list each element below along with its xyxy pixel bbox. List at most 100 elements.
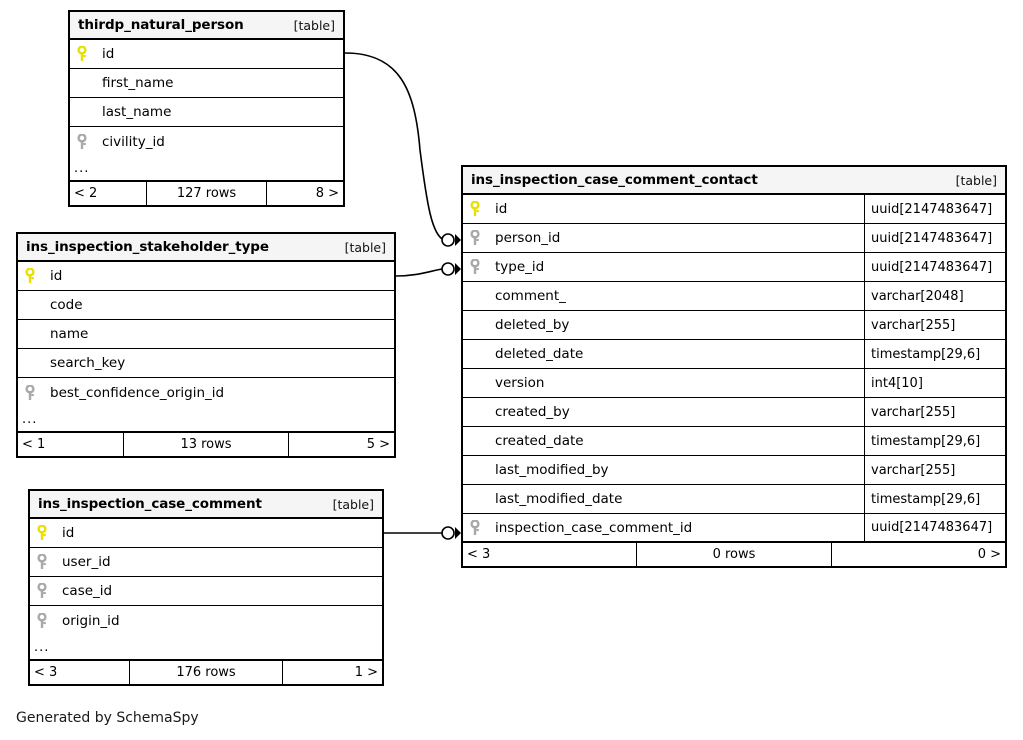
table-row[interactable]: last_modified_by varchar[255]	[463, 456, 1005, 485]
table-row[interactable]: last_modified_date timestamp[29,6]	[463, 485, 1005, 514]
column-name: id	[50, 268, 63, 284]
column-name: created_by	[495, 404, 570, 420]
table-row[interactable]: comment_ varchar[2048]	[463, 282, 1005, 311]
column-name: civility_id	[102, 133, 165, 150]
column-name: version	[495, 375, 545, 391]
more-columns-indicator: ...	[70, 156, 343, 182]
column-name-cell: case_id	[30, 577, 382, 605]
footer-parent-count[interactable]: < 3	[34, 665, 58, 680]
column-name-cell: type_id	[463, 253, 864, 281]
table-row[interactable]: person_id uuid[2147483647]	[463, 224, 1005, 253]
table-row[interactable]: origin_id	[30, 606, 382, 635]
table-row[interactable]: inspection_case_comment_id uuid[21474836…	[463, 514, 1005, 543]
column-name: name	[50, 326, 89, 342]
edge-endpoint-circle	[441, 233, 455, 247]
table-footer: < 1 13 rows 5 >	[18, 433, 394, 456]
table-kind-label: [table]	[344, 239, 386, 255]
column-name-cell: user_id	[30, 548, 382, 576]
column-type: uuid[2147483647]	[864, 195, 1005, 223]
edge-endpoint-circle	[441, 526, 455, 540]
footer-parent-count[interactable]: < 1	[22, 437, 46, 452]
column-name-cell: search_key	[18, 349, 394, 377]
foreign-key-icon	[24, 384, 50, 401]
footer-row-count: 0 rows	[636, 543, 832, 566]
primary-key-icon	[36, 525, 62, 541]
foreign-key-icon	[36, 612, 62, 629]
table-columns: id user_id	[30, 519, 382, 635]
foreign-key-icon	[469, 519, 495, 536]
footer-row-count: 127 rows	[146, 182, 267, 205]
table-ins-inspection-stakeholder-type[interactable]: ins_inspection_stakeholder_type [table] …	[16, 232, 396, 458]
footer-child-count[interactable]: 8 >	[315, 186, 339, 201]
edge-stakeholder-type-to-type-id	[395, 268, 443, 277]
column-name-cell: id	[70, 40, 343, 68]
column-type: varchar[2048]	[864, 282, 1005, 310]
column-name: deleted_date	[495, 346, 584, 362]
column-name-cell: origin_id	[30, 606, 382, 635]
column-name-cell: civility_id	[70, 127, 343, 156]
column-name-cell: name	[18, 320, 394, 348]
table-row[interactable]: deleted_by varchar[255]	[463, 311, 1005, 340]
column-name-cell: best_confidence_origin_id	[18, 378, 394, 407]
column-type: timestamp[29,6]	[864, 427, 1005, 455]
table-title: ins_inspection_case_comment	[38, 496, 262, 512]
table-row[interactable]: version int4[10]	[463, 369, 1005, 398]
column-name: inspection_case_comment_id	[495, 519, 693, 536]
column-type: varchar[255]	[864, 398, 1005, 426]
column-name: created_date	[495, 433, 584, 449]
foreign-key-icon	[36, 554, 62, 570]
foreign-key-icon	[469, 259, 495, 275]
column-name-cell: id	[463, 195, 864, 223]
column-name: origin_id	[62, 612, 120, 629]
table-row[interactable]: id	[70, 40, 343, 69]
column-name: search_key	[50, 355, 126, 371]
column-name: last_name	[102, 104, 172, 120]
table-title: ins_inspection_case_comment_contact	[471, 172, 758, 188]
table-ins-inspection-case-comment[interactable]: ins_inspection_case_comment [table] id	[28, 489, 384, 686]
table-footer: < 2 127 rows 8 >	[70, 182, 343, 205]
table-row[interactable]: id	[18, 262, 394, 291]
footer-child-count[interactable]: 0 >	[977, 547, 1001, 562]
table-row[interactable]: name	[18, 320, 394, 349]
table-row[interactable]: last_name	[70, 98, 343, 127]
column-type: uuid[2147483647]	[864, 514, 1005, 541]
edge-endpoint-circle	[441, 262, 455, 276]
column-name: person_id	[495, 230, 561, 246]
table-row[interactable]: deleted_date timestamp[29,6]	[463, 340, 1005, 369]
column-name-cell: first_name	[70, 69, 343, 97]
table-row[interactable]: case_id	[30, 577, 382, 606]
column-name: best_confidence_origin_id	[50, 384, 225, 401]
table-thirdp-natural-person[interactable]: thirdp_natural_person [table] id first_n…	[68, 10, 345, 207]
table-ins-inspection-case-comment-contact[interactable]: ins_inspection_case_comment_contact [tab…	[461, 165, 1007, 568]
table-row[interactable]: best_confidence_origin_id	[18, 378, 394, 407]
table-footer: < 3 0 rows 0 >	[463, 543, 1005, 566]
column-type: uuid[2147483647]	[864, 253, 1005, 281]
column-name: type_id	[495, 259, 545, 275]
table-row[interactable]: id uuid[2147483647]	[463, 195, 1005, 224]
column-name-cell: version	[463, 369, 864, 397]
table-row[interactable]: created_by varchar[255]	[463, 398, 1005, 427]
table-row[interactable]: user_id	[30, 548, 382, 577]
table-row[interactable]: created_date timestamp[29,6]	[463, 427, 1005, 456]
table-row[interactable]: type_id uuid[2147483647]	[463, 253, 1005, 282]
edge-thirdp-natural-person-to-person-id	[344, 52, 445, 241]
table-row[interactable]: civility_id	[70, 127, 343, 156]
footer-child-count[interactable]: 5 >	[366, 437, 390, 452]
table-kind-label: [table]	[955, 172, 997, 188]
table-row[interactable]: search_key	[18, 349, 394, 378]
column-name: deleted_by	[495, 317, 570, 333]
table-row[interactable]: first_name	[70, 69, 343, 98]
column-name-cell: code	[18, 291, 394, 319]
table-kind-label: [table]	[293, 17, 335, 33]
footer-child-count[interactable]: 1 >	[354, 665, 378, 680]
table-header: ins_inspection_case_comment_contact [tab…	[463, 167, 1005, 195]
table-row[interactable]: code	[18, 291, 394, 320]
footer-parent-count[interactable]: < 2	[74, 186, 98, 201]
column-type: timestamp[29,6]	[864, 340, 1005, 368]
table-row[interactable]: id	[30, 519, 382, 548]
column-name: id	[495, 201, 508, 217]
footer-parent-count[interactable]: < 3	[467, 547, 491, 562]
foreign-key-icon	[76, 133, 102, 150]
column-name-cell: deleted_by	[463, 311, 864, 339]
more-columns-indicator: ...	[18, 407, 394, 433]
